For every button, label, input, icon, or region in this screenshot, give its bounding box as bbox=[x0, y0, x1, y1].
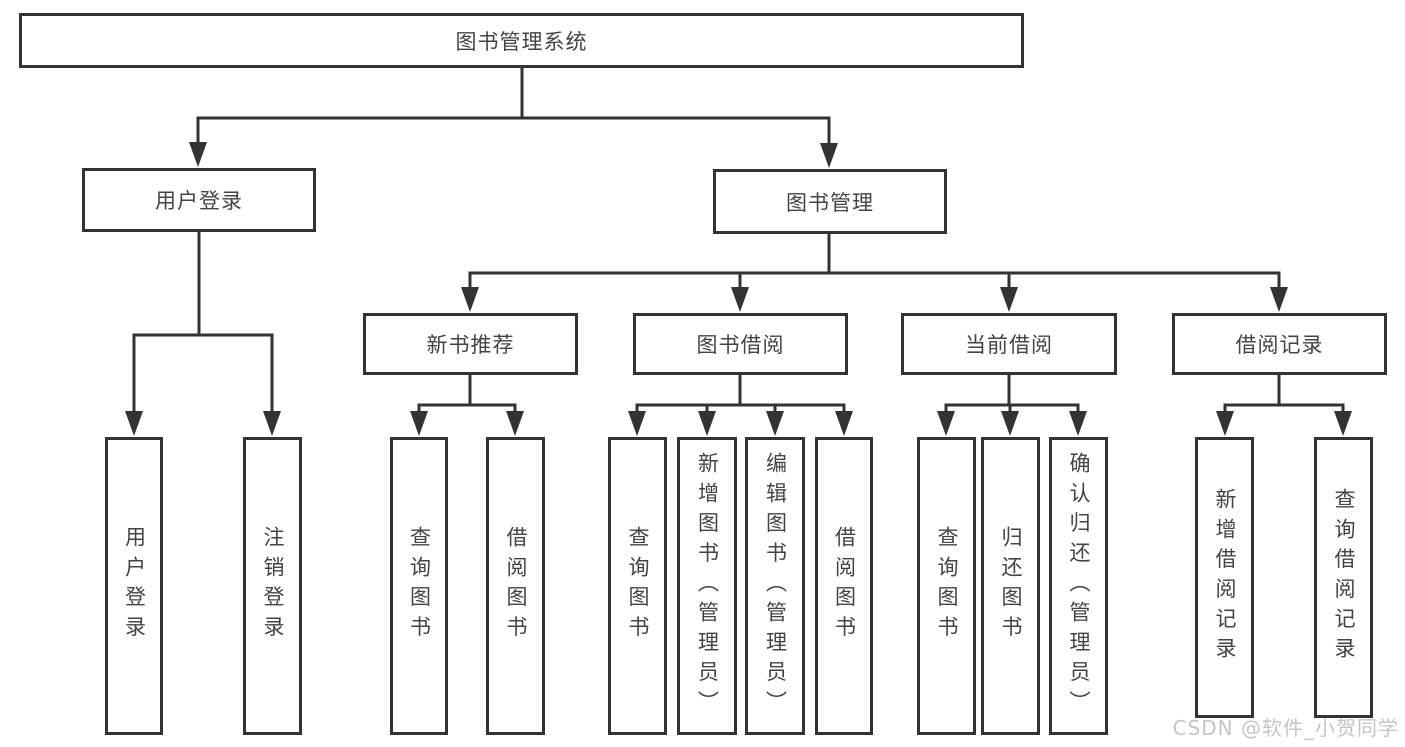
root-node-library-management-system: 图书管理系统 bbox=[19, 13, 1024, 68]
leaf-add-book-admin: 新增图书（管理员） bbox=[677, 437, 737, 735]
leaf-edit-book-admin: 编辑图书（管理员） bbox=[745, 437, 805, 735]
leaf-borrow-books: 借阅图书 bbox=[486, 437, 545, 735]
csdn-watermark: CSDN @软件_小贺同学 bbox=[1172, 716, 1399, 740]
leaf-confirm-return-admin: 确认归还（管理员） bbox=[1049, 437, 1108, 735]
leaf-query-books: 查询图书 bbox=[608, 437, 667, 735]
leaf-query-books: 查询图书 bbox=[917, 437, 976, 735]
node-book-management: 图书管理 bbox=[713, 169, 947, 234]
arrowheads bbox=[125, 142, 1352, 436]
node-user-login: 用户登录 bbox=[82, 168, 316, 232]
node-borrowing-records: 借阅记录 bbox=[1172, 313, 1387, 375]
node-current-borrowing: 当前借阅 bbox=[901, 313, 1117, 375]
leaf-query-borrow-record: 查询借阅记录 bbox=[1314, 437, 1373, 718]
leaf-return-book: 归还图书 bbox=[981, 437, 1040, 735]
leaf-add-borrow-record: 新增借阅记录 bbox=[1195, 437, 1254, 718]
leaf-query-books: 查询图书 bbox=[390, 437, 448, 735]
leaf-borrow-books: 借阅图书 bbox=[815, 437, 873, 735]
node-book-borrowing: 图书借阅 bbox=[633, 313, 848, 375]
leaf-user-login: 用户登录 bbox=[105, 437, 163, 735]
leaf-logout: 注销登录 bbox=[243, 437, 302, 735]
node-new-book-recommendation: 新书推荐 bbox=[363, 313, 578, 375]
